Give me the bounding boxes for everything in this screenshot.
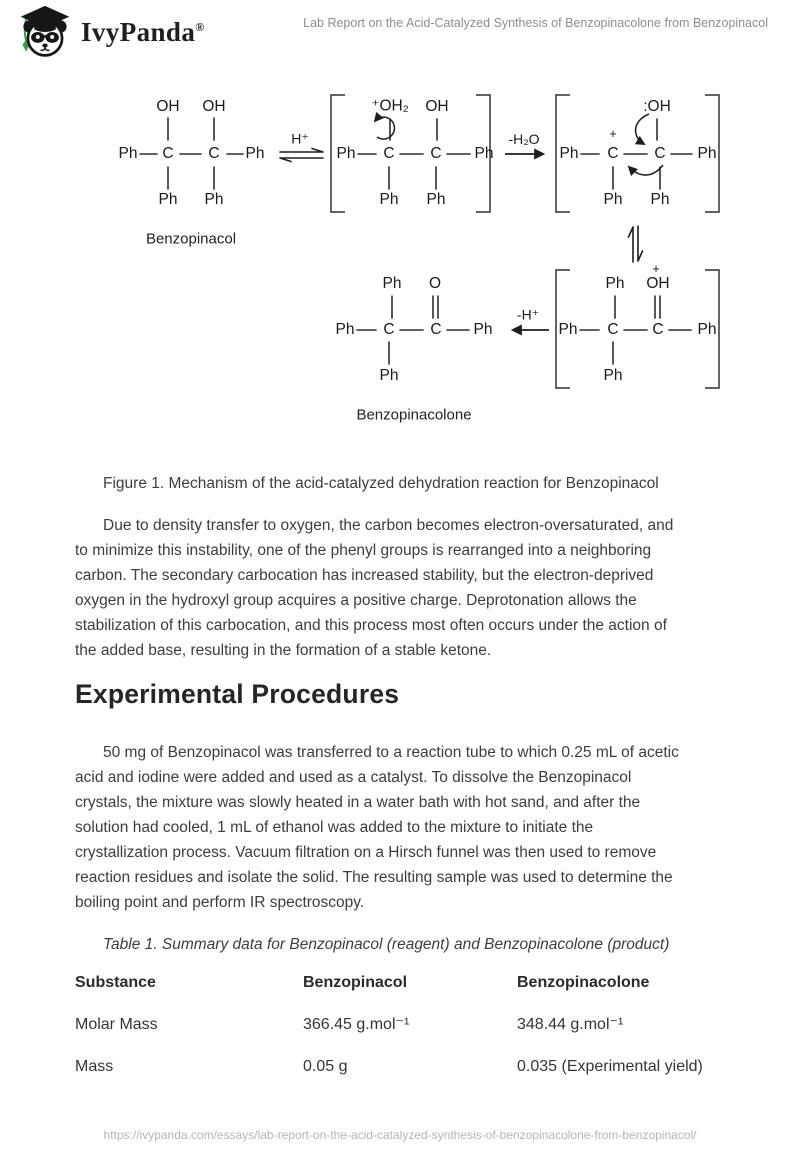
- table-row: Mass 0.05 g 0.035 (Experimental yield): [75, 1059, 800, 1075]
- curved-arrow-water-leaving-icon: [373, 111, 396, 140]
- table-cell-row-label: Mass: [75, 1058, 114, 1075]
- atom-ph: Ph: [426, 191, 446, 208]
- atom-ph: Ph: [379, 367, 399, 384]
- mechanism-bonds-and-arrows: [139, 94, 720, 389]
- atom-ph: Ph: [697, 145, 717, 162]
- paragraph-procedure: 50 mg of Benzopinacol was transferred to…: [75, 744, 679, 911]
- table-header-row: Substance Benzopinacol Benzopinacolone: [75, 975, 800, 991]
- table-cell-value: 366.45 g.mol⁻¹: [303, 1016, 410, 1033]
- atom-ph: Ph: [697, 321, 717, 338]
- atom-ph: Ph: [605, 275, 625, 292]
- curved-arrow-phenyl-shift-icon: [627, 164, 664, 176]
- atom-ph: Ph: [473, 321, 493, 338]
- atom-ph: Ph: [245, 145, 265, 162]
- atom-c: C: [208, 145, 220, 162]
- ivypanda-logo-icon: [20, 5, 70, 57]
- arrow-label-minus-h-plus: -H⁺: [516, 306, 540, 323]
- atom-oh: OH: [646, 275, 670, 292]
- figure-mechanism: OH OH Ph C C Ph Ph Ph Benzopinacol H⁺ ⁺O…: [0, 88, 800, 438]
- molecule-label-benzopinacol: Benzopinacol: [145, 230, 237, 248]
- atom-ph: Ph: [474, 145, 494, 162]
- brand-wordmark: IvyPanda®: [81, 17, 205, 48]
- atom-oh: OH: [425, 98, 449, 115]
- figure-caption: Figure 1. Mechanism of the acid-catalyze…: [103, 475, 659, 492]
- atom-ph: Ph: [158, 191, 178, 208]
- atom-c: C: [162, 145, 174, 162]
- atom-ph: Ph: [382, 275, 402, 292]
- brand-name: IvyPanda: [81, 16, 196, 47]
- atom-ph: Ph: [558, 321, 578, 338]
- atom-oh: OH: [156, 98, 180, 115]
- document-title: Lab Report on the Acid-Catalyzed Synthes…: [303, 16, 768, 30]
- registered-mark: ®: [195, 19, 205, 34]
- table-cell-value: 348.44 g.mol⁻¹: [517, 1016, 624, 1033]
- atom-c: C: [430, 145, 442, 162]
- table-cell-value: 0.05 g: [303, 1058, 348, 1075]
- atom-c: C: [607, 145, 619, 162]
- atom-c: C: [654, 145, 666, 162]
- table-header-substance: Substance: [75, 974, 156, 991]
- equilibrium-arrows-icon: [279, 147, 644, 263]
- table-caption: Table 1. Summary data for Benzopinacol (…: [103, 936, 670, 953]
- atom-oh2-protonated: ⁺OH₂: [371, 97, 409, 115]
- arrow-label-minus-h2o: -H₂O: [508, 131, 540, 147]
- atom-c: C: [383, 321, 395, 338]
- atom-ph: Ph: [379, 191, 399, 208]
- molecule-label-benzopinacolone: Benzopinacolone: [356, 406, 472, 424]
- atom-c: C: [383, 145, 395, 162]
- atom-oh-lone-pair: :OH: [643, 98, 671, 115]
- arrow-label-h-plus: H⁺: [291, 130, 309, 147]
- plus-charge: +: [652, 262, 660, 276]
- ivypanda-logo: IvyPanda®: [16, 5, 205, 59]
- atom-ph: Ph: [335, 321, 355, 338]
- atom-ph: Ph: [118, 145, 138, 162]
- plus-charge: +: [609, 127, 617, 141]
- atom-ph: Ph: [204, 191, 224, 208]
- page-header: IvyPanda® Lab Report on the Acid-Catalyz…: [0, 0, 800, 64]
- source-url: https://ivypanda.com/essays/lab-report-o…: [103, 1128, 697, 1142]
- atom-ph: Ph: [603, 191, 623, 208]
- summary-table: Substance Benzopinacol Benzopinacolone M…: [75, 975, 800, 1075]
- atom-ph: Ph: [650, 191, 670, 208]
- atom-ph: Ph: [559, 145, 579, 162]
- table-cell-row-label: Molar Mass: [75, 1016, 158, 1033]
- curved-arrow-oh-lone-pair-icon: [634, 113, 650, 145]
- atom-o: O: [428, 275, 442, 292]
- atom-c: C: [607, 321, 619, 338]
- paragraph-mechanism-discussion: Due to density transfer to oxygen, the c…: [75, 517, 674, 659]
- atom-oh: OH: [202, 98, 226, 115]
- table-row: Molar Mass 366.45 g.mol⁻¹ 348.44 g.mol⁻¹: [75, 1017, 800, 1033]
- section-heading-experimental-procedures: Experimental Procedures: [75, 679, 400, 709]
- table-header-benzopinacolone: Benzopinacolone: [517, 974, 650, 991]
- atom-ph: Ph: [336, 145, 356, 162]
- table-cell-value: 0.035 (Experimental yield): [517, 1058, 703, 1075]
- table-header-benzopinacol: Benzopinacol: [303, 974, 408, 991]
- atom-ph: Ph: [603, 367, 623, 384]
- atom-c: C: [430, 321, 442, 338]
- atom-c: C: [652, 321, 664, 338]
